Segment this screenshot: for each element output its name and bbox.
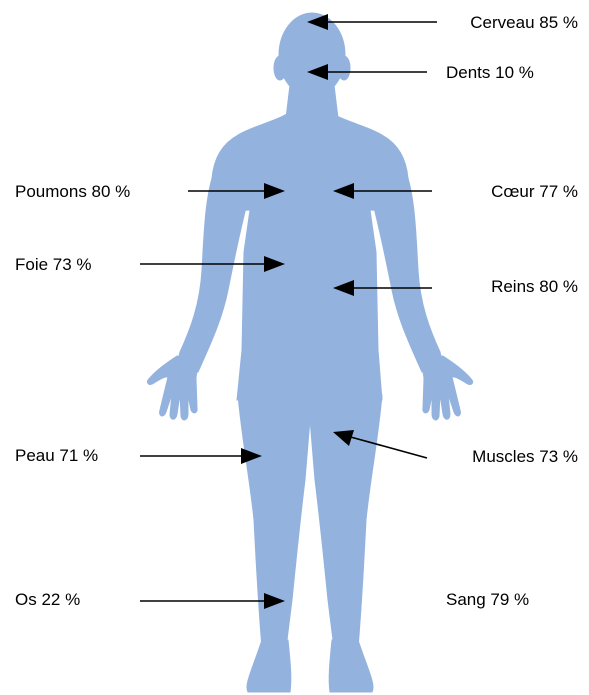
arrow-cerveau — [307, 14, 437, 30]
label-peau: Peau 71 % — [15, 446, 98, 465]
left-ear-shape — [274, 56, 286, 80]
label-poumons: Poumons 80 % — [15, 182, 130, 201]
label-cerveau: Cerveau 85 % — [470, 13, 578, 32]
label-dents: Dents 10 % — [446, 63, 534, 82]
label-coeur: Cœur 77 % — [491, 182, 578, 201]
right-arm-shape — [372, 175, 444, 372]
arrow-dents — [307, 64, 427, 80]
right-hand-shape — [421, 356, 473, 420]
arrow-peau — [140, 448, 262, 464]
left-foot-shape — [247, 640, 291, 692]
right-ear-shape — [338, 56, 350, 80]
label-foie: Foie 73 % — [15, 255, 92, 274]
torso-shape — [210, 112, 410, 400]
left-leg-shape — [238, 395, 312, 648]
head-shape — [279, 13, 345, 97]
label-sang: Sang 79 % — [446, 590, 529, 609]
label-muscles: Muscles 73 % — [472, 447, 578, 466]
label-os: Os 22 % — [15, 590, 80, 609]
human-body-silhouette — [147, 13, 472, 692]
left-arm-shape — [176, 175, 248, 372]
right-foot-shape — [329, 640, 373, 692]
label-reins: Reins 80 % — [491, 277, 578, 296]
left-hand-shape — [147, 356, 199, 420]
